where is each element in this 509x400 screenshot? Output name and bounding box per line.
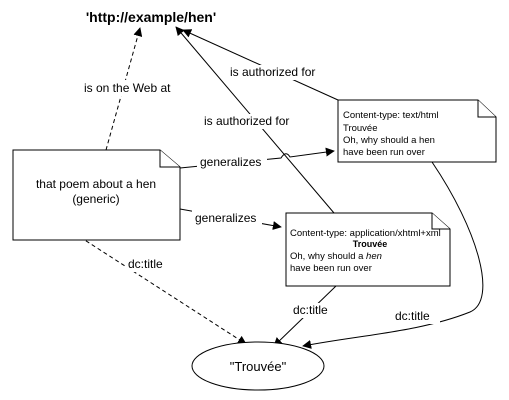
xhtml-doc-line-1: Oh, why should a hen	[290, 251, 382, 262]
edge-label-on-web: is on the Web at	[84, 81, 171, 95]
edge-label-generalizes-xhtml: generalizes	[195, 211, 256, 225]
edge-label-authorized-html: is authorized for	[230, 65, 315, 79]
uri-node: 'http://example/hen'	[86, 9, 216, 25]
generic-doc-line-2: (generic)	[72, 192, 119, 206]
literal-node: "Trouvée"	[191, 341, 325, 391]
edge-generalizes-html	[179, 147, 335, 169]
generic-document-node: that poem about a hen (generic)	[12, 149, 181, 241]
html-doc-line-2: have been run over	[343, 147, 425, 158]
html-document-node: Content-type: text/html Trouvée Oh, why …	[337, 99, 497, 163]
edge-label-dctitle-html: dc:title	[395, 309, 430, 323]
xhtml-doc-title: Trouvée	[353, 239, 388, 249]
edge-label-dctitle-generic: dc:title	[128, 257, 163, 271]
generic-doc-line-1: that poem about a hen	[36, 177, 156, 191]
html-doc-title: Trouvée	[343, 123, 378, 134]
xhtml-doc-content-type: Content-type: application/xhtml+xml	[290, 228, 441, 239]
xhtml-doc-line-2: have been run over	[290, 263, 372, 274]
edge-label-generalizes-html: generalizes	[200, 155, 261, 169]
xhtml-document-node: Content-type: application/xhtml+xml Trou…	[285, 212, 451, 287]
literal-node-label: "Trouvée"	[230, 359, 287, 374]
edge-label-authorized-xhtml: is authorized for	[204, 114, 289, 128]
edge-dctitle-generic	[79, 236, 247, 345]
html-doc-content-type: Content-type: text/html	[343, 110, 439, 121]
html-doc-line-1: Oh, why should a hen	[343, 135, 435, 146]
edge-dctitle-html	[302, 161, 484, 349]
edge-label-dctitle-xhtml: dc:title	[293, 303, 328, 317]
